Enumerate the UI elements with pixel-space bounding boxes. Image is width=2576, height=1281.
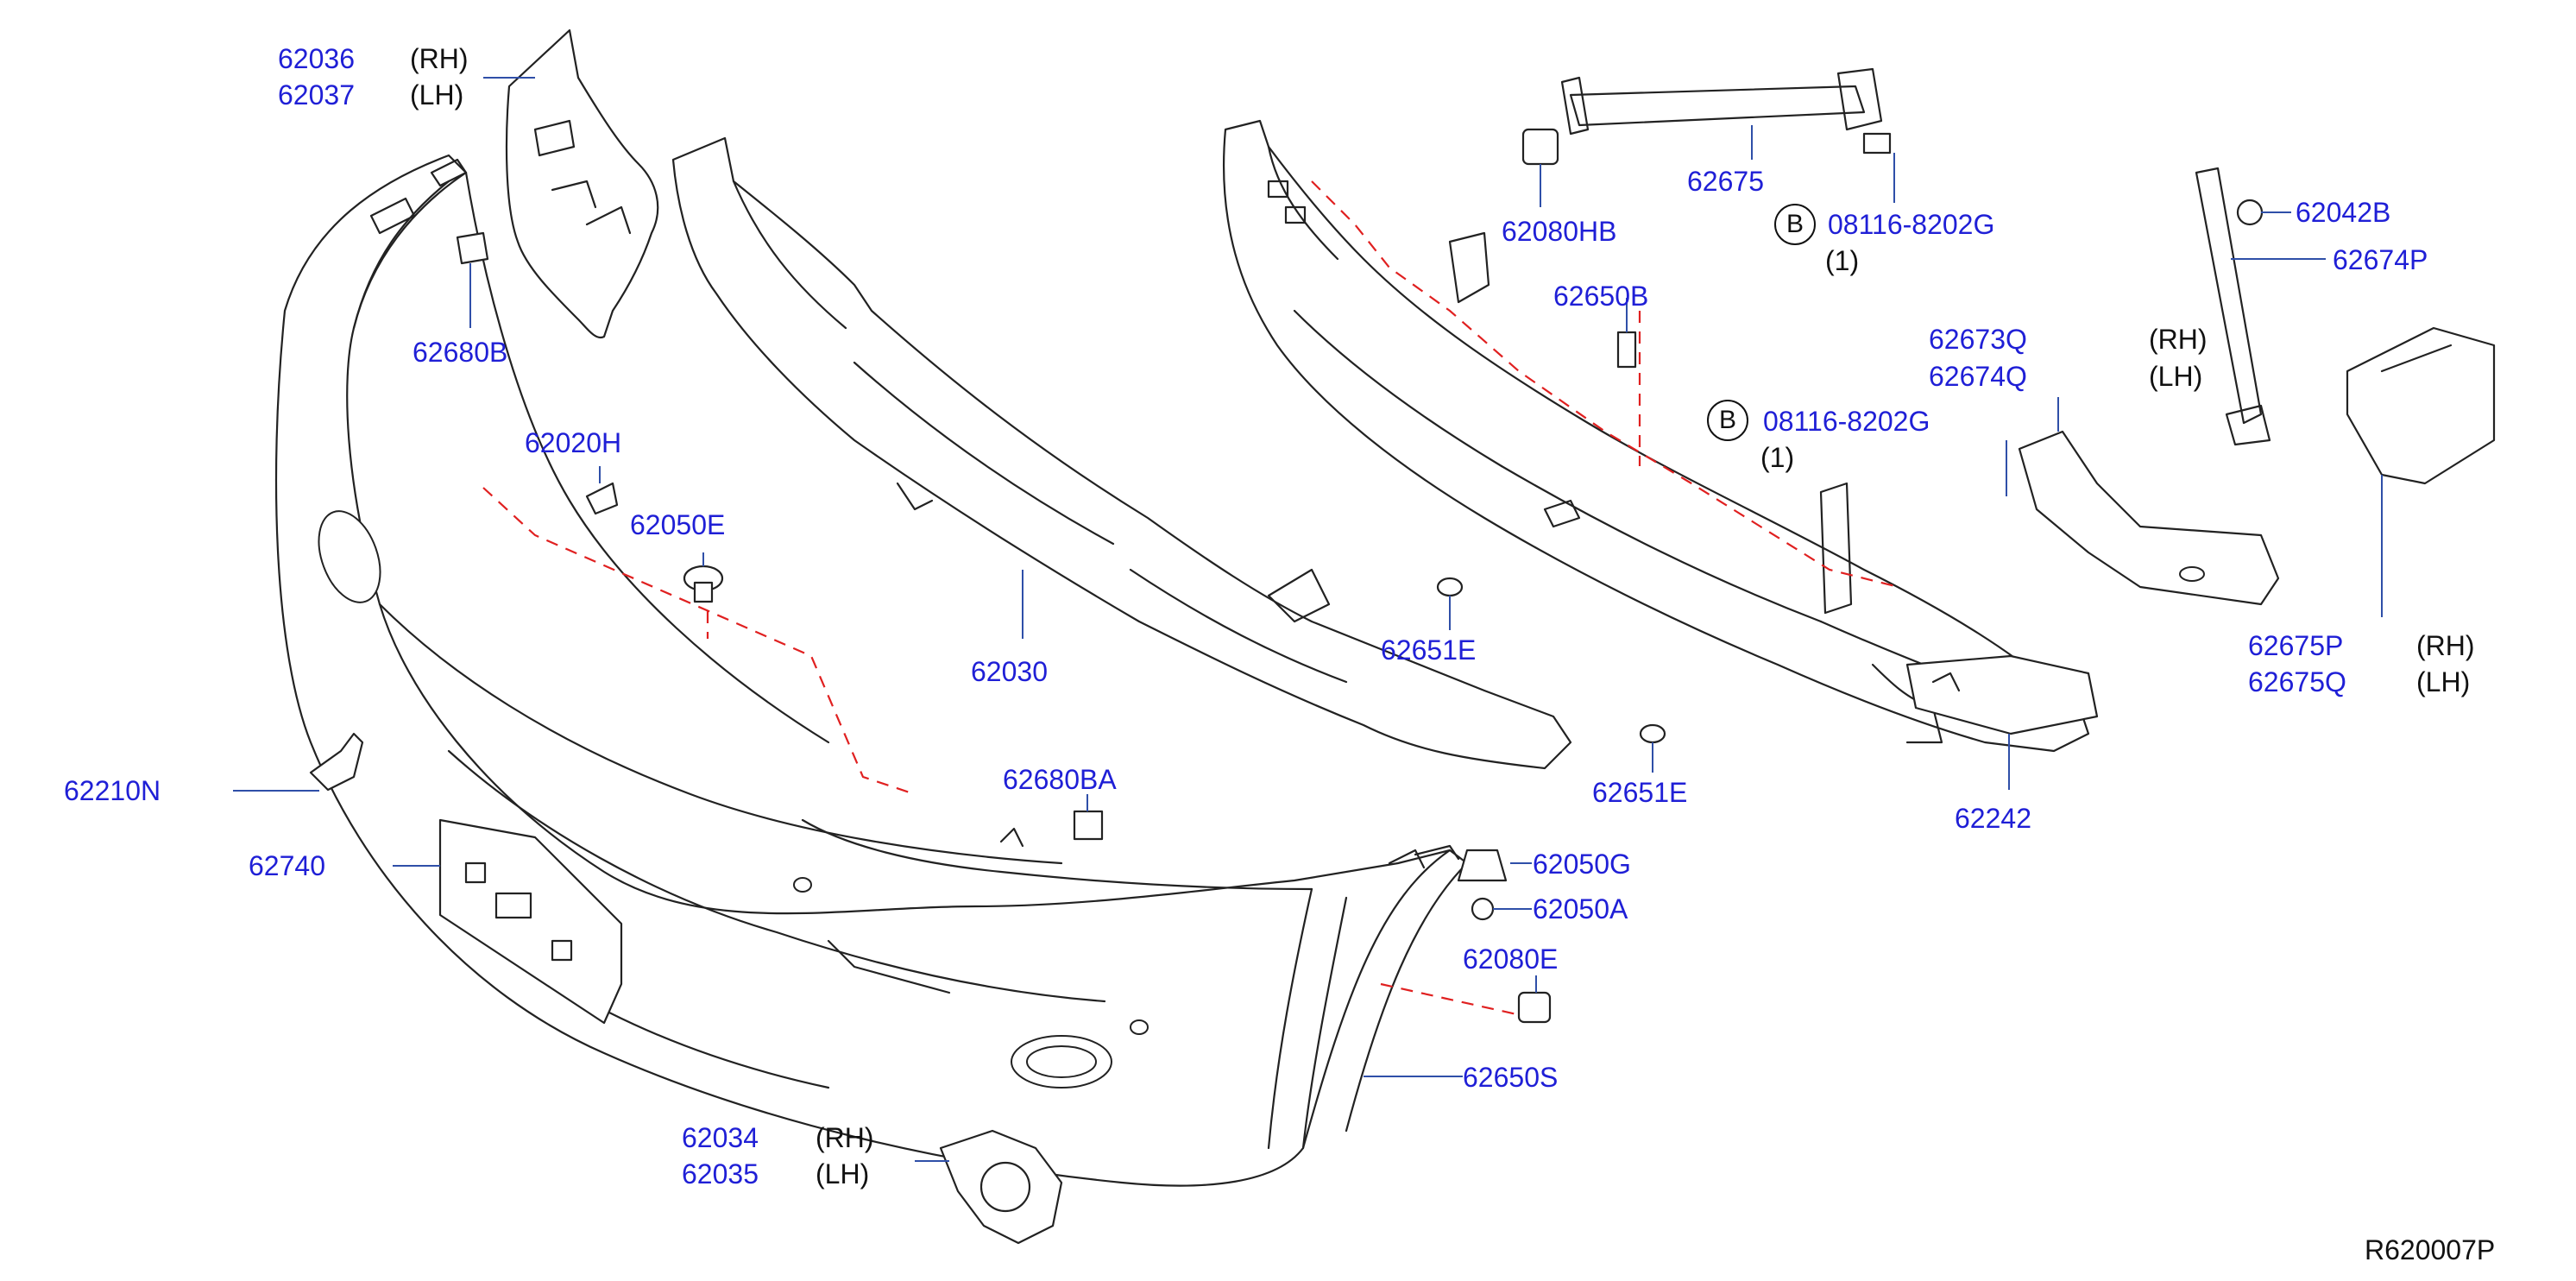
part-number-08116-lower[interactable]: 08116-8202G <box>1763 406 1930 437</box>
part-number-62042B[interactable]: 62042B <box>2296 197 2391 228</box>
clip-62680BA <box>1073 810 1104 841</box>
part-number-62037[interactable]: 62037 <box>278 79 355 110</box>
clip-62680B <box>456 231 489 265</box>
part-number-62674P[interactable]: 62674P <box>2333 244 2428 275</box>
part-number-62050G[interactable]: 62050G <box>1533 849 1631 880</box>
upper-reinforcement-beam <box>1222 119 2090 753</box>
side-rh-62673Q: (RH) <box>2149 324 2208 355</box>
bolt-prefix-b-lower: B <box>1707 400 1748 441</box>
side-lh-62674Q: (LH) <box>2149 361 2203 392</box>
bracket-62675P <box>2346 326 2496 485</box>
part-number-62050A[interactable]: 62050A <box>1533 893 1628 924</box>
side-lh-62675Q: (LH) <box>2416 666 2471 697</box>
part-number-62030[interactable]: 62030 <box>971 656 1048 687</box>
screw-62020H <box>585 482 619 515</box>
side-rh-62034: (RH) <box>816 1122 874 1153</box>
part-number-62035[interactable]: 62035 <box>682 1158 759 1190</box>
leader-lines <box>233 77 2383 1162</box>
part-number-62675P[interactable]: 62675P <box>2248 630 2344 661</box>
grommet-62080E <box>1517 991 1552 1024</box>
side-bracket-upper-left <box>505 28 659 339</box>
part-number-62740[interactable]: 62740 <box>249 850 325 881</box>
quantity-08116-lower: (1) <box>1760 442 1795 473</box>
bolt-08116-upper <box>1862 132 1892 155</box>
part-number-62080HB[interactable]: 62080HB <box>1502 216 1617 247</box>
clip-62050G <box>1457 849 1508 882</box>
part-number-62050E[interactable]: 62050E <box>630 509 726 540</box>
part-number-62680BA[interactable]: 62680BA <box>1003 764 1117 795</box>
part-number-08116-upper[interactable]: 08116-8202G <box>1828 209 1995 240</box>
side-lh-62037: (LH) <box>410 79 464 110</box>
part-number-62673Q[interactable]: 62673Q <box>1929 324 2027 355</box>
part-number-62036[interactable]: 62036 <box>278 43 355 74</box>
part-number-62674Q[interactable]: 62674Q <box>1929 361 2027 392</box>
bracket-62673Q <box>2018 430 2280 606</box>
part-number-62650B[interactable]: 62650B <box>1553 281 1649 312</box>
bolt-prefix-b-upper: B <box>1774 204 1816 245</box>
part-number-62651E-center[interactable]: 62651E <box>1381 634 1477 666</box>
clip-62080HB <box>1521 128 1559 166</box>
quantity-08116-upper: (1) <box>1825 245 1860 276</box>
diagram-reference-code: R620007P <box>2365 1234 2496 1265</box>
screw-62050A <box>1471 897 1495 921</box>
part-number-62650S[interactable]: 62650S <box>1463 1062 1559 1093</box>
part-number-62680B[interactable]: 62680B <box>413 337 508 368</box>
part-number-62034[interactable]: 62034 <box>682 1122 759 1153</box>
nut-62042B <box>2236 199 2264 226</box>
part-number-62675Q[interactable]: 62675Q <box>2248 666 2346 697</box>
side-lh-62035: (LH) <box>816 1158 870 1190</box>
part-number-62242[interactable]: 62242 <box>1955 803 2031 834</box>
screw-62651E-right <box>1639 723 1666 744</box>
side-rh-62036: (RH) <box>410 43 469 74</box>
bracket-62210N <box>309 732 364 792</box>
bolt-62650B <box>1616 331 1637 369</box>
side-rh-62675P: (RH) <box>2416 630 2475 661</box>
license-plate-bracket <box>438 818 623 1025</box>
bracket-62242 <box>1905 654 2099 735</box>
rod-62675 <box>1560 67 1883 136</box>
part-number-62080E[interactable]: 62080E <box>1463 943 1559 975</box>
clip-62050E <box>683 565 724 603</box>
center-reinforcement <box>671 136 1572 770</box>
fog-lamp-bracket <box>939 1129 1063 1245</box>
part-number-62651E[interactable]: 62651E <box>1592 777 1688 808</box>
part-number-62675[interactable]: 62675 <box>1687 166 1764 197</box>
part-number-62020H[interactable]: 62020H <box>525 427 622 458</box>
stay-62674P <box>2195 167 2271 446</box>
screw-62651E-center <box>1436 577 1464 597</box>
part-number-62210N[interactable]: 62210N <box>64 775 161 806</box>
